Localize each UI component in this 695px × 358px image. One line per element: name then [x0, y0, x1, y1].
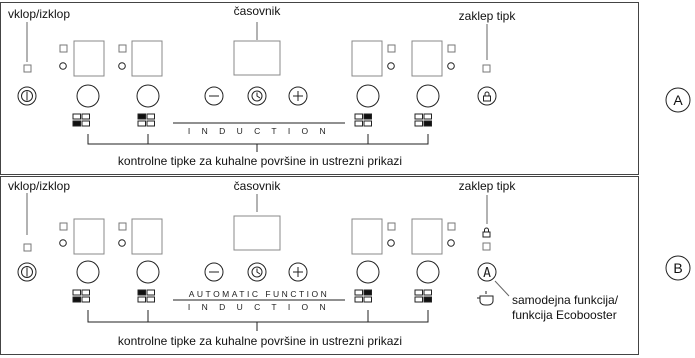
clock-button: [247, 86, 267, 106]
lock-button: [477, 86, 497, 106]
panel-b: A AUTOMATIC FUNCTION I N D U C T I O: [0, 176, 691, 355]
panel-marker-circle: [665, 255, 691, 281]
zone-button: [356, 84, 380, 108]
auto-function-label: samodejna funkcija/: [512, 293, 619, 307]
panel-marker-circle: [665, 87, 691, 113]
zone-position-icon-front-right: [354, 289, 372, 303]
zone-display: [351, 40, 383, 77]
lock-icon: [483, 95, 491, 102]
zone-indicator: [387, 44, 396, 53]
lock-indicator: [482, 64, 491, 73]
zone-position-icon-rear-right: [414, 289, 432, 303]
zone-indicator: [447, 222, 456, 231]
timer-display: [233, 215, 281, 251]
onoff-icon: [21, 90, 33, 102]
label-timer: časovnik: [234, 179, 282, 193]
timer-dot-icon: [59, 239, 67, 247]
zone-position-icon-rear-left: [72, 113, 90, 127]
zone-display: [411, 218, 443, 255]
clock-button: [247, 262, 267, 282]
onoff-indicator: [23, 64, 32, 73]
caption-text: kontrolne tipke za kuhalne površine in u…: [118, 154, 402, 168]
zone-button: [76, 260, 100, 284]
clock-icon: [251, 90, 263, 102]
zone-position-icon-front-left: [137, 113, 155, 127]
onoff-button: [17, 262, 37, 282]
timer-display: [233, 40, 281, 76]
zone-position-icon-rear-right: [414, 113, 432, 127]
zone-button: [416, 84, 440, 108]
caption-text: kontrolne tipke za kuhalne površine in u…: [118, 334, 402, 348]
minus-button: [204, 262, 224, 282]
panel-b-frame: [0, 176, 639, 355]
panel-a: I N D U C T I O N vklop/izklop časovnik …: [0, 2, 691, 175]
zone-position-icon-rear-left: [72, 289, 90, 303]
auto-function-glyph: A: [483, 266, 491, 281]
induction-strip-text: I N D U C T I O N: [188, 302, 330, 312]
minus-button: [204, 86, 224, 106]
zone-indicator: [118, 222, 127, 231]
pot-icon: [477, 291, 494, 306]
zone-indicator: [447, 44, 456, 53]
timer-dot-icon: [387, 62, 395, 70]
caption-bracket: [87, 310, 429, 323]
label-lock: zaklep tipk: [459, 9, 517, 23]
zone-display: [411, 40, 443, 77]
zone-button: [76, 84, 100, 108]
zone-position-icon-front-left: [137, 289, 155, 303]
timer-dot-icon: [447, 62, 455, 70]
label-onoff: vklop/izklop: [8, 179, 70, 193]
zone-display: [351, 218, 383, 255]
timer-dot-icon: [59, 62, 67, 70]
timer-dot-icon: [118, 239, 126, 247]
auto-label-leader: [494, 280, 510, 297]
plus-button: [288, 262, 308, 282]
zone-button: [356, 260, 380, 284]
onoff-button: [17, 86, 37, 106]
zone-indicator: [59, 44, 68, 53]
zone-indicator: [59, 222, 68, 231]
induction-strip-text: I N D U C T I O N: [188, 126, 330, 136]
lock-icon: [482, 227, 491, 238]
clock-icon: [251, 266, 263, 278]
label-lock: zaklep tipk: [459, 179, 517, 193]
label-onoff: vklop/izklop: [8, 7, 70, 21]
zone-position-icon-front-right: [354, 113, 372, 127]
zone-button: [136, 260, 160, 284]
auto-function-button: [477, 262, 497, 282]
zone-button: [416, 260, 440, 284]
zone-display: [131, 218, 163, 255]
plus-button: [288, 86, 308, 106]
zone-display: [131, 40, 163, 77]
zone-display: [73, 218, 105, 255]
auto-function-label: funkcija Ecobooster: [512, 308, 617, 322]
timer-dot-icon: [447, 239, 455, 247]
timer-dot-icon: [387, 239, 395, 247]
panel-a-frame: [0, 2, 639, 175]
timer-dot-icon: [118, 62, 126, 70]
lock-indicator: [482, 242, 491, 251]
zone-display: [73, 40, 105, 77]
panel-marker: B: [673, 260, 682, 276]
caption-bracket: [87, 134, 429, 145]
onoff-indicator: [23, 243, 32, 252]
label-timer: časovnik: [234, 4, 282, 18]
zone-indicator: [387, 222, 396, 231]
automatic-function-text: AUTOMATIC FUNCTION: [189, 289, 330, 299]
zone-indicator: [118, 44, 127, 53]
onoff-icon: [21, 266, 33, 278]
zone-button: [136, 84, 160, 108]
panel-marker: A: [673, 92, 683, 108]
